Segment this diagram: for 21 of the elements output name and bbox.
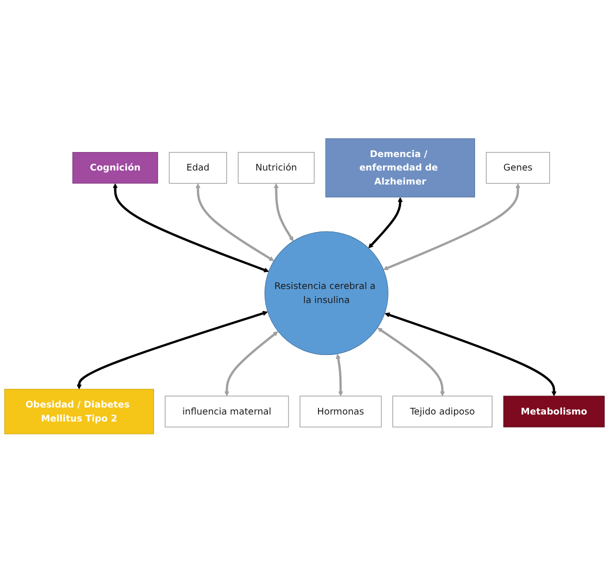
node-box: Tejido adiposo <box>392 396 492 428</box>
node-box: Hormonas <box>300 396 382 428</box>
arrow <box>384 312 557 397</box>
node-box: Edad <box>168 152 227 184</box>
node-box: Cognición <box>72 152 158 184</box>
arrow <box>377 328 445 397</box>
node-box: Demencia / enfermedad de Alzheimer <box>325 138 476 198</box>
node-box: Obesidad / Diabetes Mellitus Tipo 2 <box>4 389 154 434</box>
node-box: Metabolismo <box>503 396 605 428</box>
node-box: Genes <box>486 152 550 184</box>
arrow <box>224 332 278 397</box>
arrow <box>195 184 274 262</box>
arrow <box>112 184 269 273</box>
arrow <box>76 311 268 390</box>
node-box: influencia maternal <box>164 396 289 428</box>
arrow <box>274 184 294 242</box>
arrow <box>383 184 520 270</box>
node-box: Nutrición <box>238 152 314 184</box>
arrow <box>368 197 403 249</box>
arrow <box>336 354 344 397</box>
node-circle: Resistencia cerebral a la insulina <box>264 231 388 356</box>
